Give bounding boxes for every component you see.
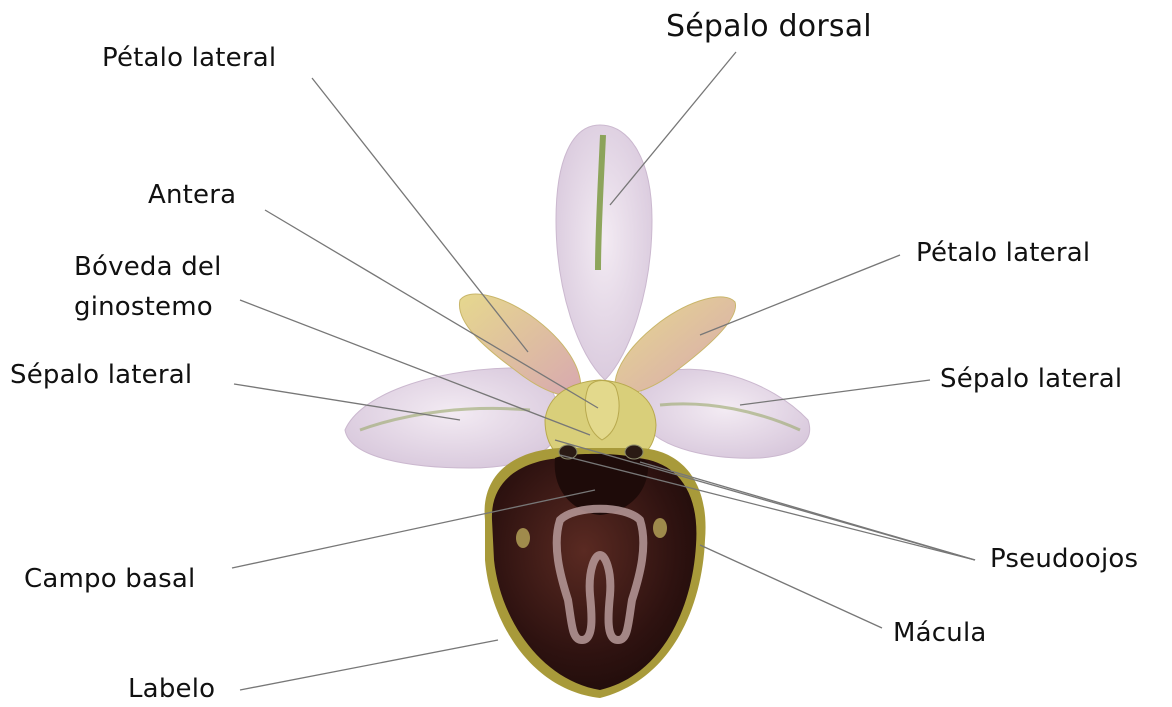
label-pseudoojos: Pseudoojos [990,546,1138,572]
lip-spot-right [653,518,667,538]
label-boveda-line2: ginostemo [74,294,213,320]
lip-spot-left [516,528,530,548]
label-petalo-lateral-left: Pétalo lateral [102,45,276,71]
leader-petalo-lateral-right [700,255,900,335]
leader-labelo [240,640,498,690]
label-labelo: Labelo [128,676,215,702]
pseudoeye-right [625,445,643,459]
sepal-lateral-right-shape [640,369,809,458]
label-campo-basal: Campo basal [24,566,195,592]
leader-sepalo-dorsal [610,52,736,205]
leader-macula [700,545,882,628]
label-macula: Mácula [893,620,987,646]
label-sepalo-lateral-left: Sépalo lateral [10,362,192,388]
label-antera: Antera [148,182,236,208]
label-sepalo-lateral-right: Sépalo lateral [940,366,1122,392]
label-petalo-lateral-right: Pétalo lateral [916,240,1090,266]
label-sepalo-dorsal: Sépalo dorsal [666,12,872,42]
leader-petalo-lateral-left [312,78,528,352]
sepal-lateral-left-shape [345,368,560,468]
label-boveda-line1: Bóveda del [74,254,222,280]
